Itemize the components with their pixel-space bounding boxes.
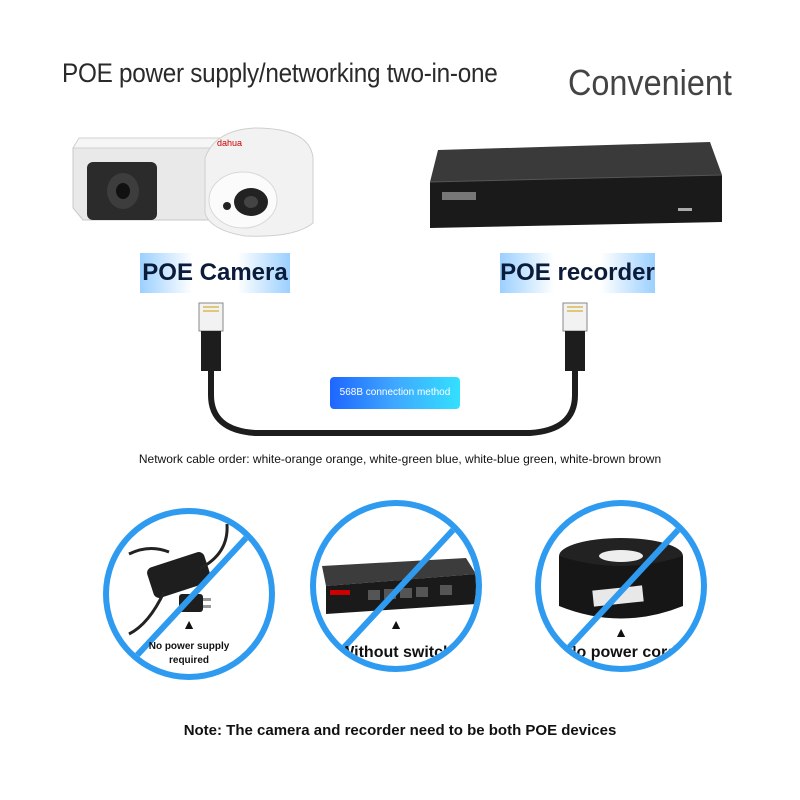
no-switch-circle: ▲ Without switch <box>310 500 482 672</box>
poe-recorder-label: POE recorder <box>500 253 655 293</box>
connection-method-badge: 568B connection method <box>330 377 460 409</box>
svg-text:dahua: dahua <box>217 138 242 148</box>
rj45-plug-left-icon <box>198 302 224 371</box>
headline: POE power supply/networking two-in-one <box>62 58 498 88</box>
no-power-supply-caption: No power supply required <box>109 640 269 668</box>
tagline: Convenient <box>568 62 732 103</box>
triangle-marker-icon: ▲ <box>614 624 628 640</box>
no-power-supply-circle: ▲ No power supply required <box>103 508 275 680</box>
cable-order-text: Network cable order: white-orange orange… <box>138 452 662 466</box>
without-switch-caption: Without switch <box>339 644 453 661</box>
poe-camera-image: dahua <box>72 127 314 237</box>
no-power-cord-circle: ▲ No power cord <box>535 500 707 672</box>
poe-camera-label: POE Camera <box>140 253 290 293</box>
cable-reel-icon <box>558 513 694 659</box>
power-adapter-icon <box>126 521 262 667</box>
caption-line-2: required <box>168 655 209 666</box>
triangle-marker-icon: ▲ <box>182 616 196 632</box>
rj45-plug-right-icon <box>562 302 588 371</box>
network-cable <box>198 302 588 436</box>
triangle-marker-icon: ▲ <box>389 616 403 632</box>
poe-note: Note: The camera and recorder need to be… <box>183 722 617 739</box>
poe-recorder-image <box>429 142 723 228</box>
network-switch-icon <box>322 513 476 659</box>
dome-camera-icon: dahua <box>204 127 314 237</box>
no-power-cord-caption: No power cord <box>564 644 677 661</box>
bullet-camera-icon <box>72 137 234 221</box>
caption-line-1: No power supply <box>148 641 230 652</box>
